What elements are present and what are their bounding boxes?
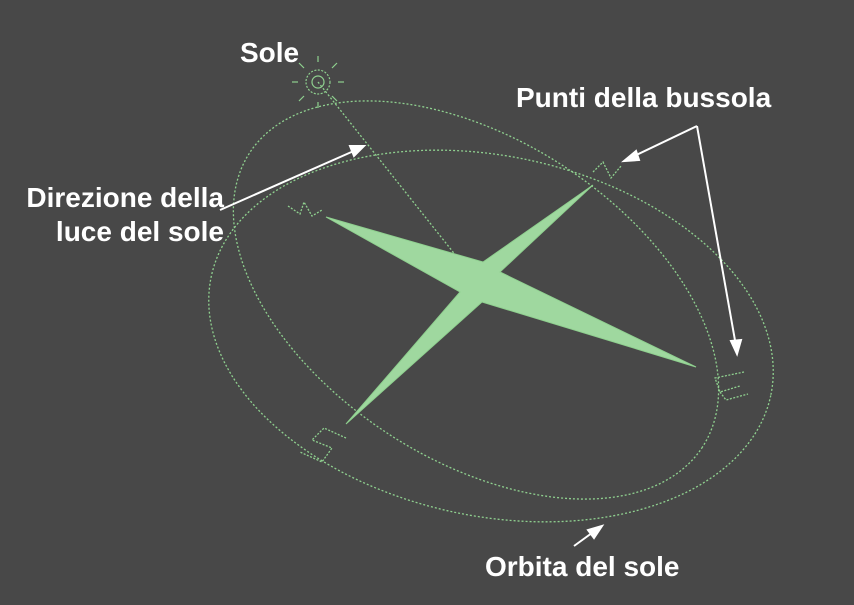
compass-ring-ellipse [208,149,774,523]
light-direction-arrow [219,149,357,211]
sunlight-direction-line [317,81,481,287]
light-direction-label-line2: luce del sole [55,216,224,247]
compass-points-label: Punti della bussola [516,82,772,113]
compass-letter-west [287,200,323,217]
sun-orbit-label: Orbita del sole [485,551,680,582]
compass-letter-north [592,160,622,180]
compass-letter-east [714,371,745,393]
compass-point-arrow-east [696,125,737,347]
compass-star [325,184,697,425]
sun-label: Sole [240,37,300,68]
compass-point-arrow-north [629,125,698,159]
compass-letter-east-bottom [719,391,749,401]
sun-icon [292,56,344,108]
light-direction-label-line1: Direzione della [26,182,224,213]
light-direction-label: Direzione della luce del sole [8,181,224,249]
compass-letter-south [299,427,347,463]
sun-orbit-ellipse [232,100,720,500]
